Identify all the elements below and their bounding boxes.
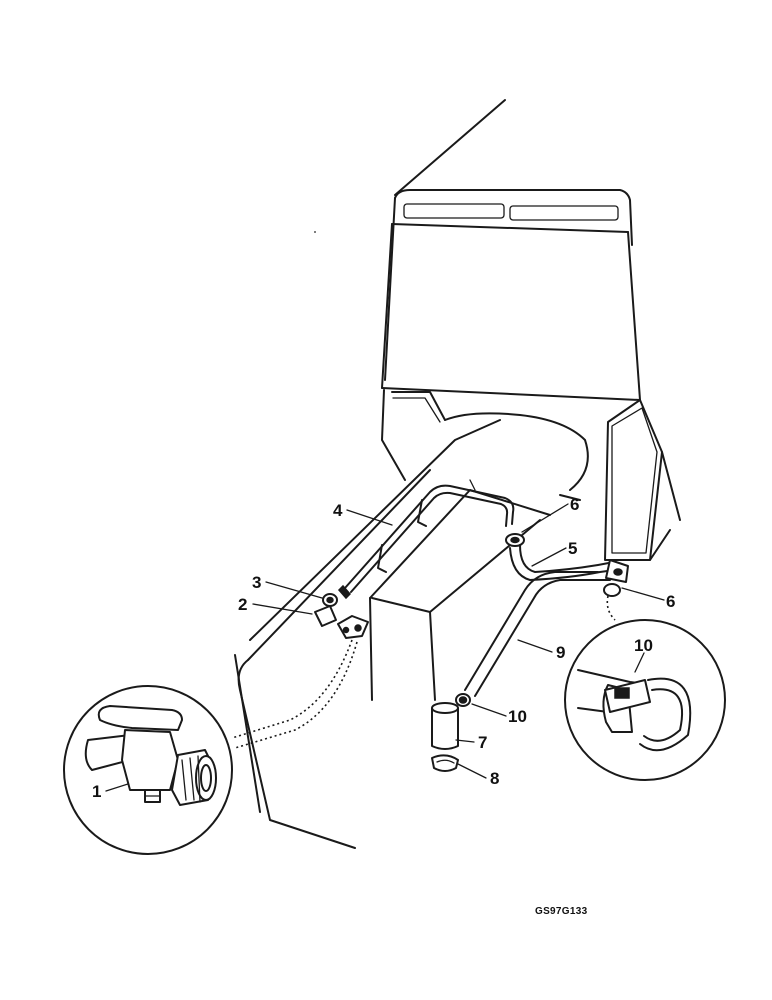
- callout-6-lower: 6: [666, 592, 675, 611]
- callout-labels: 1 2 3 4 5 6 6 7 8 9 10 10: [92, 495, 675, 801]
- part-hose-clamp-upper: [505, 533, 525, 547]
- detail-valve-circle: [63, 685, 233, 855]
- callout-7: 7: [478, 733, 487, 752]
- callout-9: 9: [556, 643, 565, 662]
- callout-10-tank: 10: [508, 707, 527, 726]
- detail-leader-left: [231, 639, 358, 749]
- callout-6-upper: 6: [570, 495, 579, 514]
- leader-lines: [105, 503, 665, 792]
- stray-mark: [314, 231, 316, 233]
- callout-2: 2: [238, 595, 247, 614]
- callout-3: 3: [252, 573, 261, 592]
- callout-8: 8: [490, 769, 499, 788]
- callout-1: 1: [92, 782, 101, 801]
- part-hose-clamp-lower: [603, 583, 621, 597]
- part-steel-fuel-line: [337, 484, 515, 600]
- callout-10-detail: 10: [634, 636, 653, 655]
- tractor-body: [234, 99, 681, 849]
- figure-reference-code: GS97G133: [535, 906, 588, 917]
- part-tank-neck: [431, 693, 471, 772]
- part-fittings: [314, 593, 369, 639]
- callout-4: 4: [333, 501, 343, 520]
- callout-5: 5: [568, 539, 577, 558]
- detail-clamp-circle: [564, 595, 726, 781]
- part-fuel-hoses: [464, 544, 629, 697]
